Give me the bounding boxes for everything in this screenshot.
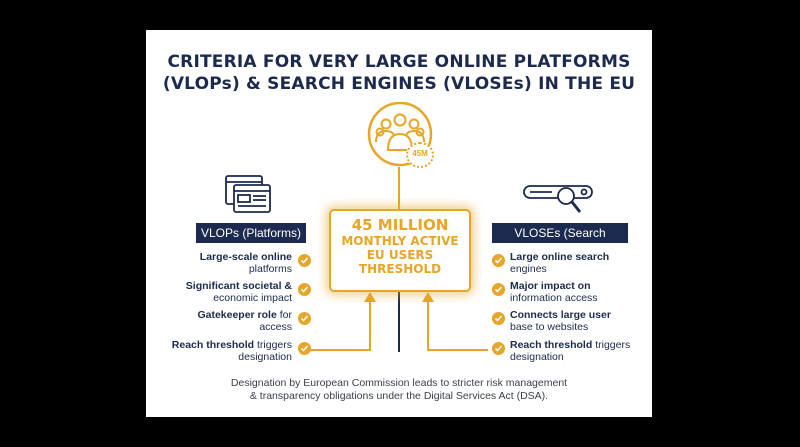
connector-lines bbox=[308, 167, 488, 352]
check-icon bbox=[298, 342, 311, 355]
item-text: engines bbox=[510, 263, 547, 275]
item-text: access bbox=[259, 321, 292, 333]
item-text: base to websites bbox=[510, 321, 589, 333]
item-bold-text: Significant societal & bbox=[185, 280, 292, 292]
item-text: information access bbox=[510, 292, 598, 304]
title-line-1: CRITERIA FOR VERY LARGE ONLINE PLATFORMS bbox=[167, 52, 631, 72]
threshold-box: 45 MILLION MONTHLY ACTIVE EU USERS THRES… bbox=[329, 209, 471, 292]
item-bold-text: Major impact on bbox=[510, 280, 591, 292]
vloses-item-4: Reach threshold triggers designation bbox=[510, 339, 660, 363]
item-bold-text: Connects large user bbox=[510, 309, 611, 321]
users-count-text: 45M bbox=[412, 149, 428, 158]
item-text: platforms bbox=[248, 263, 292, 275]
threshold-line-4: THRESHOLD bbox=[358, 262, 442, 276]
threshold-headline: 45 MILLION bbox=[351, 216, 449, 234]
check-icon bbox=[298, 283, 311, 296]
item-bold-text: Gatekeeper role bbox=[197, 309, 277, 321]
infographic-card: CRITERIA FOR VERY LARGE ONLINE PLATFORMS… bbox=[146, 30, 652, 417]
item-text: designation bbox=[510, 351, 564, 363]
web-pages-icon bbox=[224, 174, 272, 214]
check-icon bbox=[492, 283, 505, 296]
vloses-item-1: Large online search engines bbox=[510, 251, 660, 275]
item-text: economic impact bbox=[213, 292, 292, 304]
item-bold-text: Large-scale online bbox=[199, 251, 292, 263]
footer-line-1: Designation by European Commission leads… bbox=[230, 377, 568, 389]
check-icon bbox=[492, 254, 505, 267]
check-icon bbox=[298, 312, 311, 325]
vlops-item-2: Significant societal & economic impact bbox=[170, 280, 292, 304]
threshold-line-3: EU USERS bbox=[366, 248, 434, 262]
vlops-item-4: Reach threshold triggers designation bbox=[170, 339, 292, 363]
threshold-line-2: MONTHLY ACTIVE bbox=[341, 234, 459, 248]
item-bold-text: Reach threshold bbox=[510, 339, 593, 351]
vlops-heading: VLOPs (Platforms) bbox=[196, 223, 306, 243]
item-text: triggers bbox=[592, 339, 631, 351]
search-bar-icon bbox=[522, 180, 598, 216]
item-text: triggers bbox=[254, 339, 292, 351]
users-group-icon: 45M bbox=[364, 101, 436, 168]
check-icon bbox=[492, 312, 505, 325]
vlops-item-3: Gatekeeper role for access bbox=[170, 309, 292, 333]
vlops-item-1: Large-scale online platforms bbox=[170, 251, 292, 275]
check-icon bbox=[298, 254, 311, 267]
item-text: for bbox=[276, 309, 292, 321]
item-bold-text: Large online search bbox=[510, 251, 610, 263]
vloses-item-3: Connects large user base to websites bbox=[510, 309, 660, 333]
vloses-heading: VLOSEs (Search Engines) bbox=[492, 223, 628, 260]
check-icon bbox=[492, 342, 505, 355]
footer-line-2: & transparency obligations under the Dig… bbox=[249, 390, 549, 402]
item-bold-text: Reach threshold bbox=[171, 339, 255, 351]
users-count-badge: 45M bbox=[406, 142, 434, 168]
item-text: designation bbox=[238, 351, 292, 363]
vloses-item-2: Major impact on information access bbox=[510, 280, 660, 304]
title-line-2: (VLOPs) & SEARCH ENGINES (VLOSEs) IN THE… bbox=[162, 74, 636, 94]
